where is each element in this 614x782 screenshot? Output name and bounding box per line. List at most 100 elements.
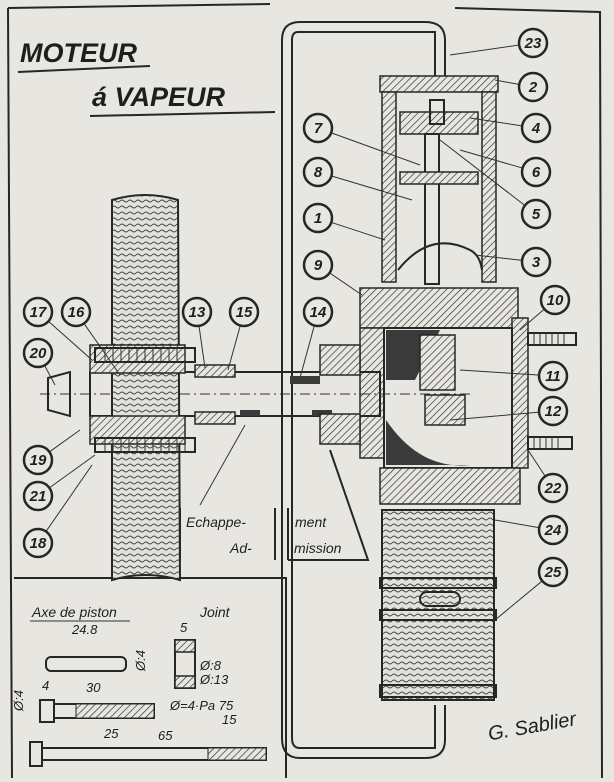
callout-number: 4 (531, 120, 541, 137)
callout-15: 15 (227, 296, 260, 371)
exhaust-label-1: Echappe- (186, 514, 246, 530)
title-line-2: á VAPEUR (92, 82, 226, 112)
callout-circle (228, 296, 260, 328)
callout-1: 1 (302, 202, 386, 241)
callout-number: 8 (314, 164, 323, 181)
leader-line (459, 369, 539, 376)
callout-17: 17 (22, 296, 93, 361)
steam-pipe (281, 21, 446, 759)
leader-line (494, 79, 519, 85)
callout-23: 23 (449, 27, 549, 59)
callout-circle (22, 337, 54, 369)
gasket-thickness: 5 (180, 620, 188, 635)
callout-14: 14 (299, 296, 334, 379)
long-screw-thread-spec: Ø=4·Pa 75 (169, 698, 234, 713)
callout-number: 23 (524, 35, 542, 52)
callout-number: 7 (314, 120, 323, 137)
callout-number: 12 (545, 403, 562, 420)
short-screw-thread: 25 (103, 726, 119, 741)
callout-8: 8 (302, 156, 413, 201)
callout-number: 11 (545, 368, 561, 385)
callout-circle (520, 198, 552, 230)
callout-circle (22, 296, 54, 328)
leader-line (519, 309, 544, 331)
callout-circle (22, 480, 54, 512)
callout-circle (302, 202, 334, 234)
callout-18: 18 (22, 464, 93, 559)
gasket-title: Joint (199, 604, 231, 620)
flywheel (379, 509, 497, 701)
callout-5: 5 (439, 139, 552, 230)
callout-24: 24 (494, 514, 569, 546)
callout-10: 10 (519, 284, 571, 331)
callout-3: 3 (474, 246, 552, 278)
callout-circle (520, 156, 552, 188)
callout-circle (537, 556, 569, 588)
callout-circle (60, 296, 92, 328)
callout-7: 7 (302, 112, 421, 166)
long-screw-length: 65 (158, 728, 173, 743)
wooden-support (47, 194, 196, 582)
exhaust-label-2: ment (295, 514, 327, 530)
shaft (40, 344, 470, 445)
callout-16: 16 (60, 296, 121, 376)
callout-number: 6 (532, 164, 541, 181)
leader-line (494, 519, 539, 528)
callout-circle (520, 112, 552, 144)
callout-22: 22 (527, 449, 569, 504)
callout-circle (302, 156, 334, 188)
callout-19: 19 (22, 429, 81, 476)
callout-circle (537, 472, 569, 504)
callout-circle (537, 360, 569, 392)
callout-number: 16 (68, 304, 85, 321)
callout-number: 22 (544, 480, 562, 497)
long-screw-thread: 15 (222, 712, 237, 727)
leader-line (330, 273, 363, 296)
callout-circle (181, 296, 213, 328)
callout-number: 18 (30, 535, 47, 552)
leader-line (494, 581, 542, 621)
callout-circle (537, 514, 569, 546)
callout-circle (517, 27, 549, 59)
gasket-outer-dia: Ø:13 (199, 672, 229, 687)
callout-number: 17 (30, 304, 47, 321)
leader-line (44, 366, 56, 386)
callout-6: 6 (459, 149, 552, 188)
intake-label-2: mission (294, 540, 342, 556)
signature: G. Sablier (486, 708, 579, 745)
callout-20: 20 (22, 337, 56, 386)
title-line-1: MOTEUR (20, 38, 137, 68)
detail-long-screw: Ø=4·Pa 75 65 15 (29, 698, 267, 767)
callout-number: 13 (189, 304, 206, 321)
detail-short-screw: 4 30 25 Ø:4 (11, 678, 155, 741)
port-labels: Echappe- ment Ad- mission (179, 424, 370, 561)
callout-number: 2 (528, 79, 538, 96)
callout-number: 21 (29, 488, 47, 505)
callout-21: 21 (22, 454, 96, 512)
cylinder (359, 75, 519, 329)
callout-number: 10 (547, 292, 564, 309)
leader-line (439, 139, 525, 206)
short-screw-dia: Ø:4 (11, 690, 26, 712)
leader-line (527, 449, 546, 476)
leader-line (48, 321, 93, 361)
leader-line (332, 222, 386, 241)
page-border (7, 3, 603, 779)
leader-line (459, 149, 522, 169)
callout-number: 15 (236, 304, 253, 321)
callout-12: 12 (449, 395, 569, 427)
leader-line (49, 454, 96, 488)
callout-number: 24 (544, 522, 562, 539)
leader-line (332, 175, 413, 201)
leader-line (474, 254, 522, 261)
callout-13: 13 (181, 296, 213, 369)
callout-circle (302, 112, 334, 144)
callout-number: 5 (532, 206, 541, 223)
leader-line (449, 411, 539, 421)
callout-circle (520, 246, 552, 278)
leader-line (49, 429, 81, 452)
gasket-inner-dia: Ø:8 (199, 658, 222, 673)
